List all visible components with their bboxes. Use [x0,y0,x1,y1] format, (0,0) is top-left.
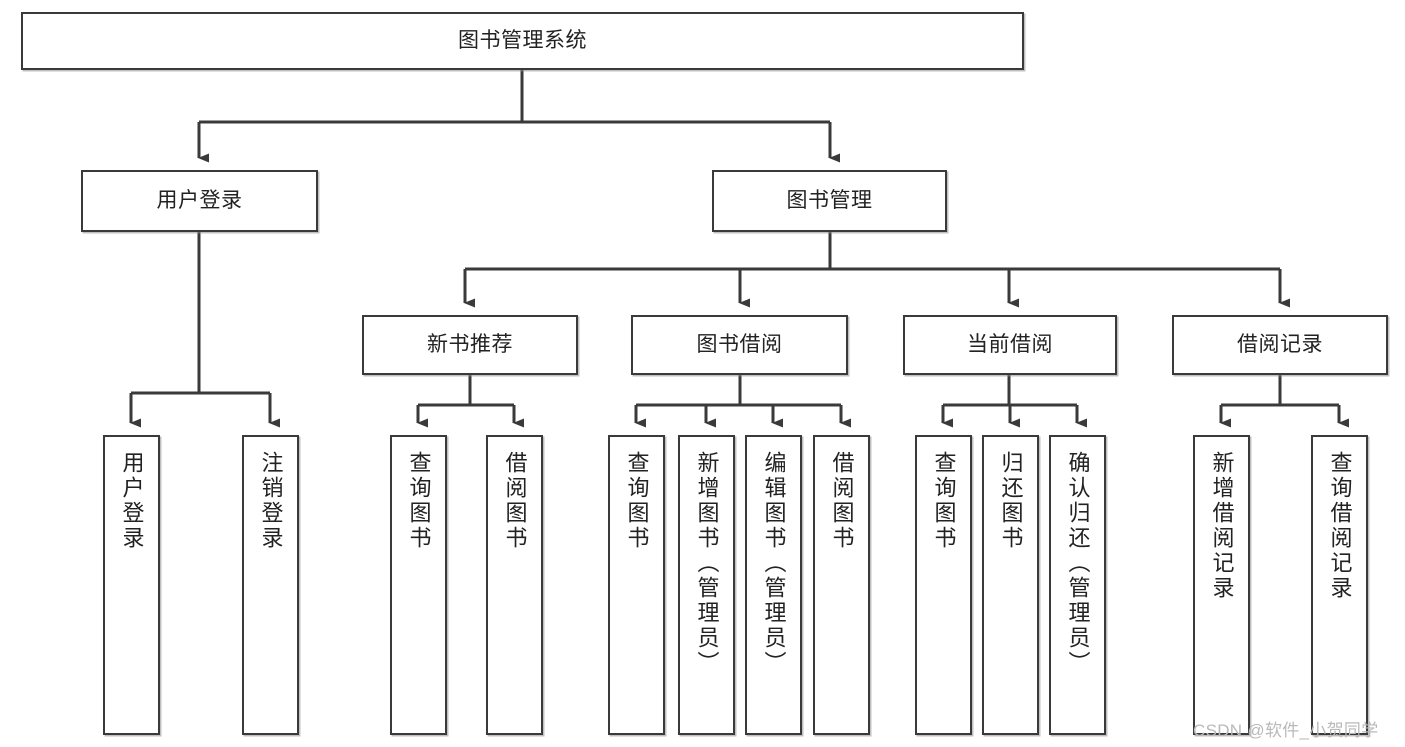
leaf-query-record[interactable]: 查询借阅记录 [1311,435,1368,735]
node-borrow-record[interactable]: 借阅记录 [1172,315,1388,375]
leaf-user-login-label: 用户登录 [119,451,145,551]
node-new-book-recommend-label: 新书推荐 [427,333,513,357]
leaf-confirm-return-label: 确认归还（管理员） [1065,451,1091,676]
leaf-add-record[interactable]: 新增借阅记录 [1193,435,1250,735]
node-new-book-recommend[interactable]: 新书推荐 [362,315,578,375]
leaf-add-book[interactable]: 新增图书（管理员） [678,435,735,735]
leaf-add-record-label: 新增借阅记录 [1209,451,1235,601]
node-borrow-record-label: 借阅记录 [1237,333,1323,357]
node-user-login-label: 用户登录 [156,189,243,213]
leaf-confirm-return[interactable]: 确认归还（管理员） [1049,435,1106,735]
node-user-login[interactable]: 用户登录 [81,170,318,232]
leaf-borrow-book-1-label: 借阅图书 [502,451,528,551]
leaf-query-book-3[interactable]: 查询图书 [915,435,972,735]
leaf-user-login[interactable]: 用户登录 [103,435,160,735]
leaf-query-book-2-label: 查询图书 [624,451,650,551]
leaf-query-book-1[interactable]: 查询图书 [390,435,447,735]
leaf-borrow-book-2-label: 借阅图书 [829,451,855,551]
node-current-borrow-label: 当前借阅 [967,333,1053,357]
csdn-watermark: CSDN @软件_小贺同学 [1193,721,1379,740]
node-book-manage-label: 图书管理 [786,189,873,213]
leaf-return-book-label: 归还图书 [998,451,1024,551]
leaf-logout-label: 注销登录 [258,451,284,551]
leaf-borrow-book-1[interactable]: 借阅图书 [486,435,543,735]
leaf-query-book-3-label: 查询图书 [931,451,957,551]
leaf-edit-book[interactable]: 编辑图书（管理员） [745,435,802,735]
node-current-borrow[interactable]: 当前借阅 [903,315,1117,375]
node-book-borrow-label: 图书借阅 [696,333,783,357]
node-book-borrow[interactable]: 图书借阅 [631,315,848,375]
leaf-query-book-2[interactable]: 查询图书 [608,435,665,735]
leaf-add-book-label: 新增图书（管理员） [694,451,720,676]
leaf-borrow-book-2[interactable]: 借阅图书 [813,435,870,735]
leaf-edit-book-label: 编辑图书（管理员） [761,451,787,676]
leaf-query-record-label: 查询借阅记录 [1327,451,1353,601]
leaf-logout[interactable]: 注销登录 [242,435,299,735]
leaf-return-book[interactable]: 归还图书 [982,435,1039,735]
leaf-query-book-1-label: 查询图书 [406,451,432,551]
node-root-label: 图书管理系统 [458,29,587,53]
node-root[interactable]: 图书管理系统 [21,12,1024,70]
node-book-manage[interactable]: 图书管理 [712,170,947,232]
